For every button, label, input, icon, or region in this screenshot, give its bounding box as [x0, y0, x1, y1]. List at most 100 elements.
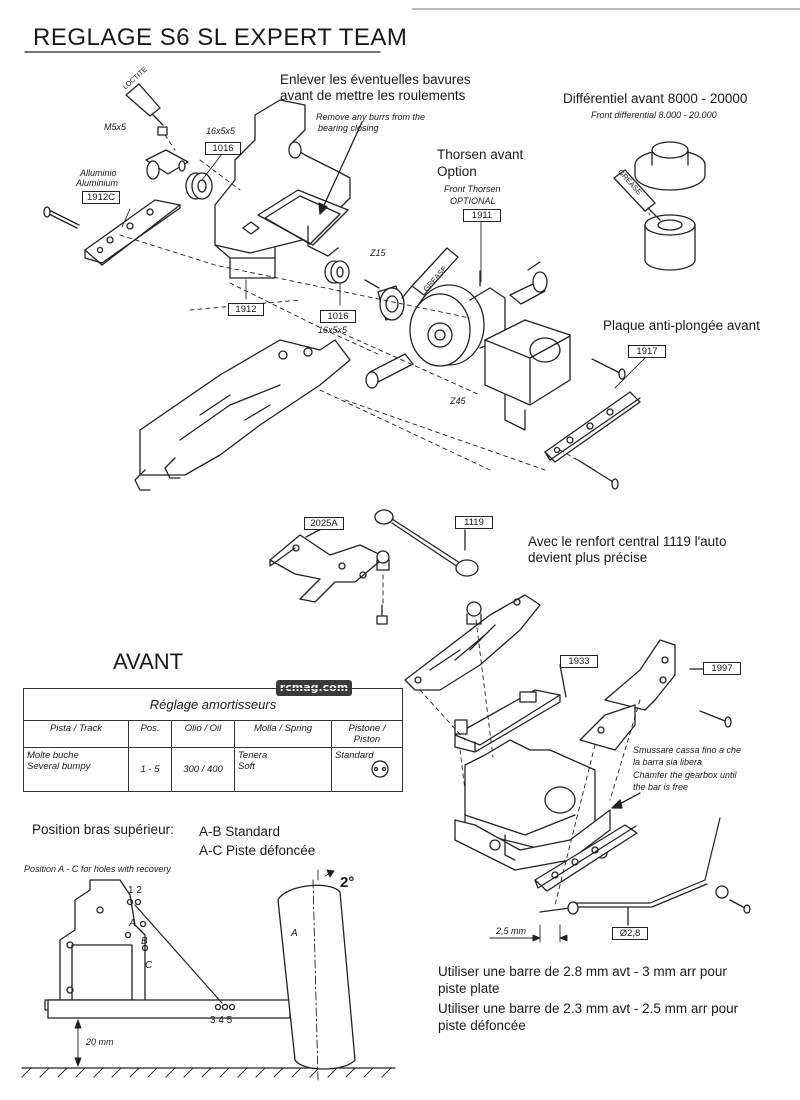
assembly-lines-top: [119, 134, 651, 471]
position-en: Position A - C for holes with recovery: [24, 864, 171, 874]
section-avant: AVANT: [113, 649, 184, 674]
burr-arrow: [319, 121, 363, 215]
top-rule: [412, 8, 800, 10]
bulkhead-1912: [214, 99, 351, 279]
cell-track-it: Molte buche: [27, 750, 79, 761]
gearbox-right: [484, 319, 571, 431]
part-1917: 1917: [628, 345, 666, 358]
header-piston: Pistone / Piston: [331, 720, 403, 748]
header-oil: Olio / Oil: [171, 720, 235, 748]
cell-spring-it: Tenera: [238, 750, 268, 761]
lower-gearbox: [454, 739, 611, 871]
part-1016-top: 1016: [205, 142, 241, 155]
anti-roll-bar: [539, 817, 751, 926]
cell-spring-en: Soft: [238, 761, 255, 772]
chamfer-en-2: the bar is free: [633, 782, 689, 792]
dim-20mm: [74, 1019, 82, 1067]
header-track: Pista / Track: [23, 720, 129, 748]
label-2-5mm: 2,5 mm: [496, 926, 527, 936]
position-ab: A-B Standard: [199, 824, 281, 839]
burrs-note-en-2: bearing closing: [318, 123, 379, 133]
outdrive-right: [509, 261, 548, 305]
upper-plate: [404, 594, 541, 691]
grease-tube-diff: [613, 169, 661, 221]
thorsen-fr-1: Thorsen avant: [437, 147, 524, 162]
part-1911: 1911: [463, 209, 501, 222]
lower-arm-side: [47, 999, 291, 1019]
outdrive-cup: [145, 149, 189, 180]
part-1912: 1912: [228, 303, 264, 316]
dim-2-5mm: [489, 924, 568, 943]
thorsen-fr-2: Option: [437, 164, 477, 179]
label-20mm: 20 mm: [86, 1037, 114, 1047]
label-b: B: [141, 936, 148, 947]
diff-note-en: Front differential 8.000 - 20.000: [591, 110, 717, 120]
ball-stud-2: [466, 601, 482, 625]
position-title: Position bras supérieur:: [32, 822, 174, 837]
label-2deg: 2°: [340, 874, 355, 891]
bearing-1016-top: [185, 172, 213, 200]
shock-caption: Réglage amortisseurs: [23, 688, 403, 721]
plate-2025a: [269, 527, 386, 603]
label-alu-1: Alluminio: [80, 168, 117, 178]
label-c: C: [145, 960, 153, 971]
part-2025a: 2025A: [304, 517, 344, 530]
upper-link: [134, 904, 223, 1004]
renfort-note-1: Avec le renfort central 1119 l'auto: [528, 534, 727, 549]
chamfer-it-1: Smussare cassa fino a che: [633, 745, 742, 755]
front-lower-arm: [134, 339, 351, 491]
screw-1917-bottom: [577, 459, 619, 490]
chamfer-en-1: Chamfer the gearbox until: [633, 770, 737, 780]
header-spring: Molla / Spring: [234, 720, 332, 748]
part-1933: [454, 664, 567, 753]
wheel: [277, 879, 356, 1081]
shock-table: Réglage amortisseurs Pista / Track Pos. …: [23, 688, 403, 792]
label-size-2: 16x5x5: [318, 325, 348, 335]
label-a: A: [129, 918, 136, 929]
burrs-note-fr-1: Enlever les éventuelles bavures: [280, 72, 471, 87]
m5x5-screw: [157, 126, 168, 136]
camber-marks: [317, 869, 335, 881]
label-a-wheel: A: [291, 928, 298, 939]
part-1912c: 1912C: [82, 191, 120, 204]
bar-note-2: piste plate: [438, 981, 500, 996]
bar-note-1: Utiliser une barre de 2.8 mm avt - 3 mm …: [438, 964, 727, 979]
label-z15: Z15: [370, 248, 386, 258]
screw-left: [43, 206, 80, 229]
position-ac: A-C Piste défoncée: [199, 843, 316, 858]
plate-note: Plaque anti-plongée avant: [603, 318, 760, 333]
outdrive-left: [365, 353, 414, 389]
thorsen-en-1: Front Thorsen: [444, 184, 501, 194]
plate-1912c: [84, 199, 181, 266]
part-1016-bottom: 1016: [320, 310, 356, 323]
thorsen-diff-1911: [409, 270, 506, 367]
bar-note-4: piste défoncée: [438, 1018, 526, 1033]
cell-piston: Standard: [331, 747, 403, 792]
part-1933: 1933: [560, 655, 598, 668]
part-1997: 1997: [703, 662, 741, 675]
grease-tube-center: [401, 247, 459, 299]
bearing-1016-bottom: [324, 260, 350, 284]
ball-stud: [376, 550, 390, 571]
label-size-1: 16x5x5: [206, 126, 236, 136]
thorsen-en-2: OPTIONAL: [450, 196, 496, 206]
part-1119: 1119: [455, 516, 493, 529]
bar-note-3: Utiliser une barre de 2.3 mm avt - 2.5 m…: [438, 1001, 739, 1016]
burrs-note-fr-2: avant de mettre les roulements: [280, 88, 466, 103]
front-differential: [634, 141, 706, 271]
diff-note-fr: Différentiel avant 8000 - 20000: [563, 91, 748, 106]
label-z45: Z45: [450, 396, 466, 406]
assembly-lines-lower: [382, 574, 641, 906]
ground-line: [21, 1067, 396, 1078]
page-title: REGLAGE S6 SL EXPERT TEAM: [33, 24, 408, 51]
link-1119: [374, 509, 479, 577]
label-m5x5: M5x5: [104, 122, 127, 132]
cell-oil: 300 / 400: [171, 747, 235, 792]
plate-1917: [544, 391, 641, 463]
screw-1917-top: [591, 358, 626, 380]
lower-plate: [534, 824, 638, 892]
screw-1997: [699, 710, 732, 728]
part-d28: Ø2,8: [612, 927, 648, 940]
